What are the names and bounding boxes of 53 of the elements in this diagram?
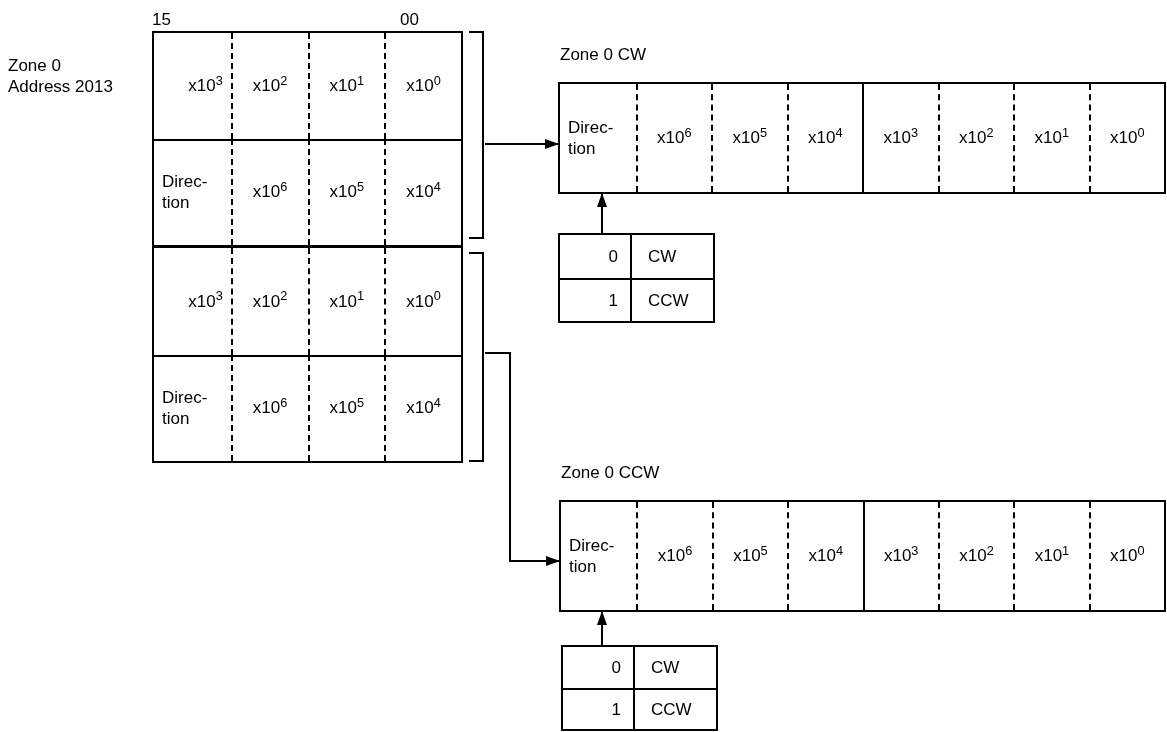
code-value: 0	[611, 656, 621, 679]
digit-label: Direc- tion	[162, 170, 209, 214]
register-word-table	[152, 31, 485, 247]
digit-label: x10$^{6}$	[252, 397, 288, 419]
direction-value: CW	[651, 656, 680, 679]
direction-code-table	[558, 233, 715, 323]
digit-label: x10$^{3}$	[883, 545, 919, 567]
digit-label: x10$^{4}$	[808, 127, 843, 149]
digit-label: x10$^{2}$	[252, 290, 288, 312]
code-value: 0	[608, 245, 618, 268]
arrow	[597, 611, 607, 646]
arrow	[484, 352, 560, 566]
register-heading: Zone 0 CCW	[561, 462, 660, 484]
digit-label: x10$^{0}$	[406, 290, 441, 312]
digit-label: Direc- tion	[568, 116, 615, 160]
digit-label: Direc- tion	[162, 386, 209, 429]
direction-value: CW	[648, 245, 677, 268]
digit-label: x10$^{1}$	[329, 75, 365, 97]
digit-label: x10$^{2}$	[959, 545, 994, 567]
digit-label: x10$^{3}$	[188, 75, 223, 97]
digit-label: x10$^{1}$	[1034, 127, 1069, 149]
digit-label: x10$^{0}$	[1110, 127, 1145, 149]
digit-label: x10$^{5}$	[329, 181, 365, 203]
digit-label: x10$^{1}$	[329, 290, 365, 312]
digit-label: x10$^{5}$	[733, 545, 768, 567]
arrow	[597, 193, 607, 234]
digit-label: x10$^{6}$	[657, 127, 692, 149]
digit-label: x10$^{5}$	[732, 127, 767, 149]
register-word-table	[152, 246, 485, 463]
arrow	[484, 139, 559, 149]
address-label: Zone 0 Address 2013	[8, 55, 114, 98]
digit-label: x10$^{2}$	[252, 75, 288, 97]
direction-code-table	[561, 645, 718, 731]
digit-label: x10$^{3}$	[883, 127, 918, 149]
digit-label: x10$^{4}$	[406, 181, 441, 203]
digit-label: x10$^{5}$	[329, 397, 365, 419]
digit-label: x10$^{4}$	[808, 545, 844, 567]
digit-label: x10$^{2}$	[959, 127, 994, 149]
digit-label: x10$^{6}$	[252, 181, 288, 203]
bit-number: 15	[152, 9, 171, 31]
digit-label: x10$^{3}$	[188, 290, 223, 312]
digit-label: x10$^{0}$	[406, 75, 441, 97]
direction-value: CCW	[648, 289, 689, 312]
digit-label: Direc- tion	[569, 534, 616, 578]
digit-label: x10$^{4}$	[406, 397, 441, 419]
direction-value: CCW	[651, 698, 692, 721]
digit-label: x10$^{6}$	[657, 545, 693, 567]
digit-label: x10$^{0}$	[1110, 545, 1145, 567]
digit-label: x10$^{1}$	[1034, 545, 1070, 567]
code-value: 1	[608, 289, 618, 312]
register-heading: Zone 0 CW	[560, 44, 646, 66]
bit-number: 00	[400, 9, 419, 31]
code-value: 1	[611, 698, 621, 721]
